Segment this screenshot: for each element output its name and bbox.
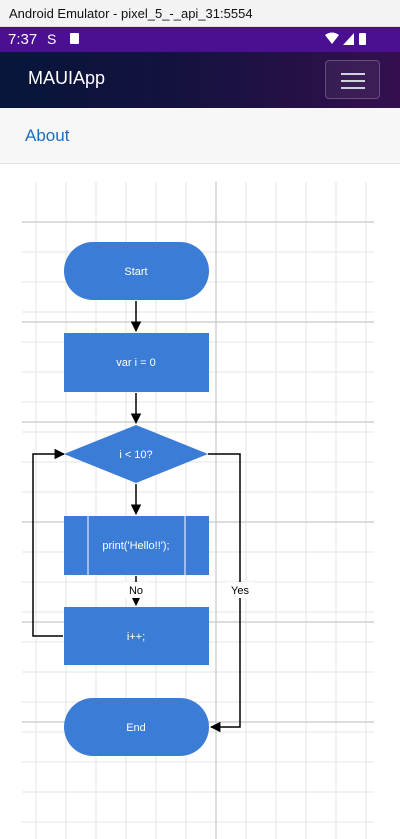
end-node: End <box>64 698 209 756</box>
hamburger-line <box>341 80 365 82</box>
increment-node: i++; <box>64 607 209 665</box>
edge-label-no: No <box>129 585 143 597</box>
about-link[interactable]: About <box>25 126 70 145</box>
no-label-bg <box>123 582 149 598</box>
hamburger-line <box>341 73 365 75</box>
hamburger-menu-button[interactable] <box>325 60 380 99</box>
top-nav: About <box>0 108 400 164</box>
print-label: print('Hello!!'); <box>102 540 169 552</box>
increment-label: i++; <box>127 631 145 643</box>
app-title: MAUIApp <box>28 68 106 88</box>
end-label: End <box>126 722 146 734</box>
start-label: Start <box>124 266 147 278</box>
yes-label-bg <box>226 582 254 598</box>
condition-node: i < 10? <box>64 425 208 483</box>
window-title-bar: Android Emulator - pixel_5_-_api_31:5554 <box>0 0 400 27</box>
status-icons <box>324 32 370 51</box>
status-time: 7:37 <box>8 31 38 48</box>
flowchart-diagram: Start var i = 0 i < 10? print('Hello!!')… <box>0 164 400 839</box>
init-label: var i = 0 <box>116 357 155 369</box>
signal-icon <box>343 33 354 45</box>
battery-icon <box>359 33 366 45</box>
sd-card-icon <box>70 33 79 44</box>
wifi-icon <box>325 32 339 44</box>
init-node: var i = 0 <box>64 333 209 392</box>
edge-label-yes: Yes <box>231 585 249 597</box>
condition-label: i < 10? <box>119 449 152 461</box>
app-bar: MAUIApp <box>0 52 400 108</box>
window-title: Android Emulator - pixel_5_-_api_31:5554 <box>9 6 253 21</box>
print-node: print('Hello!!'); <box>64 516 209 575</box>
sim-icon: S <box>47 31 57 47</box>
android-status-bar: 7:37 S <box>0 27 400 52</box>
start-node: Start <box>64 242 209 300</box>
hamburger-line <box>341 87 365 89</box>
edge-incr-cond <box>32 448 66 637</box>
